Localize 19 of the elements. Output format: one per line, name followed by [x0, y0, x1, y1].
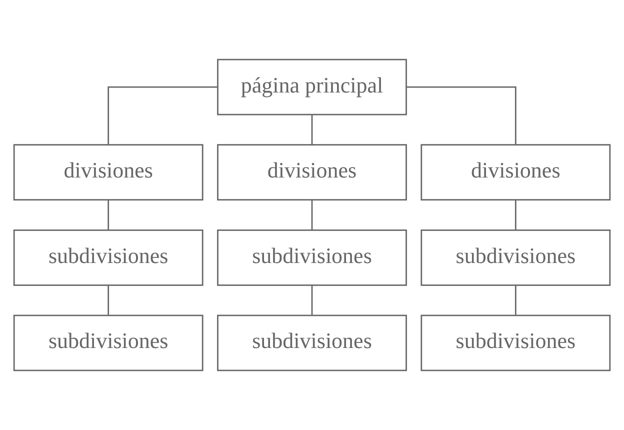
node-box: divisiones [420, 144, 611, 201]
node-box: subdivisiones [217, 314, 407, 372]
connector [108, 286, 110, 316]
connector [311, 286, 313, 316]
node-box: página principal [217, 58, 407, 116]
node-box: subdivisiones [420, 314, 611, 372]
connector [406, 86, 516, 144]
connector [514, 200, 516, 230]
node-box: divisiones [217, 144, 407, 201]
connector [514, 286, 516, 316]
node-box: subdivisiones [217, 229, 407, 286]
connector [108, 86, 218, 144]
connector [311, 114, 313, 145]
node-box: subdivisiones [420, 229, 611, 286]
connector [311, 200, 313, 230]
node-box: divisiones [13, 144, 204, 201]
node-box: subdivisiones [13, 229, 204, 286]
connector [108, 200, 110, 230]
node-box: subdivisiones [13, 314, 204, 372]
